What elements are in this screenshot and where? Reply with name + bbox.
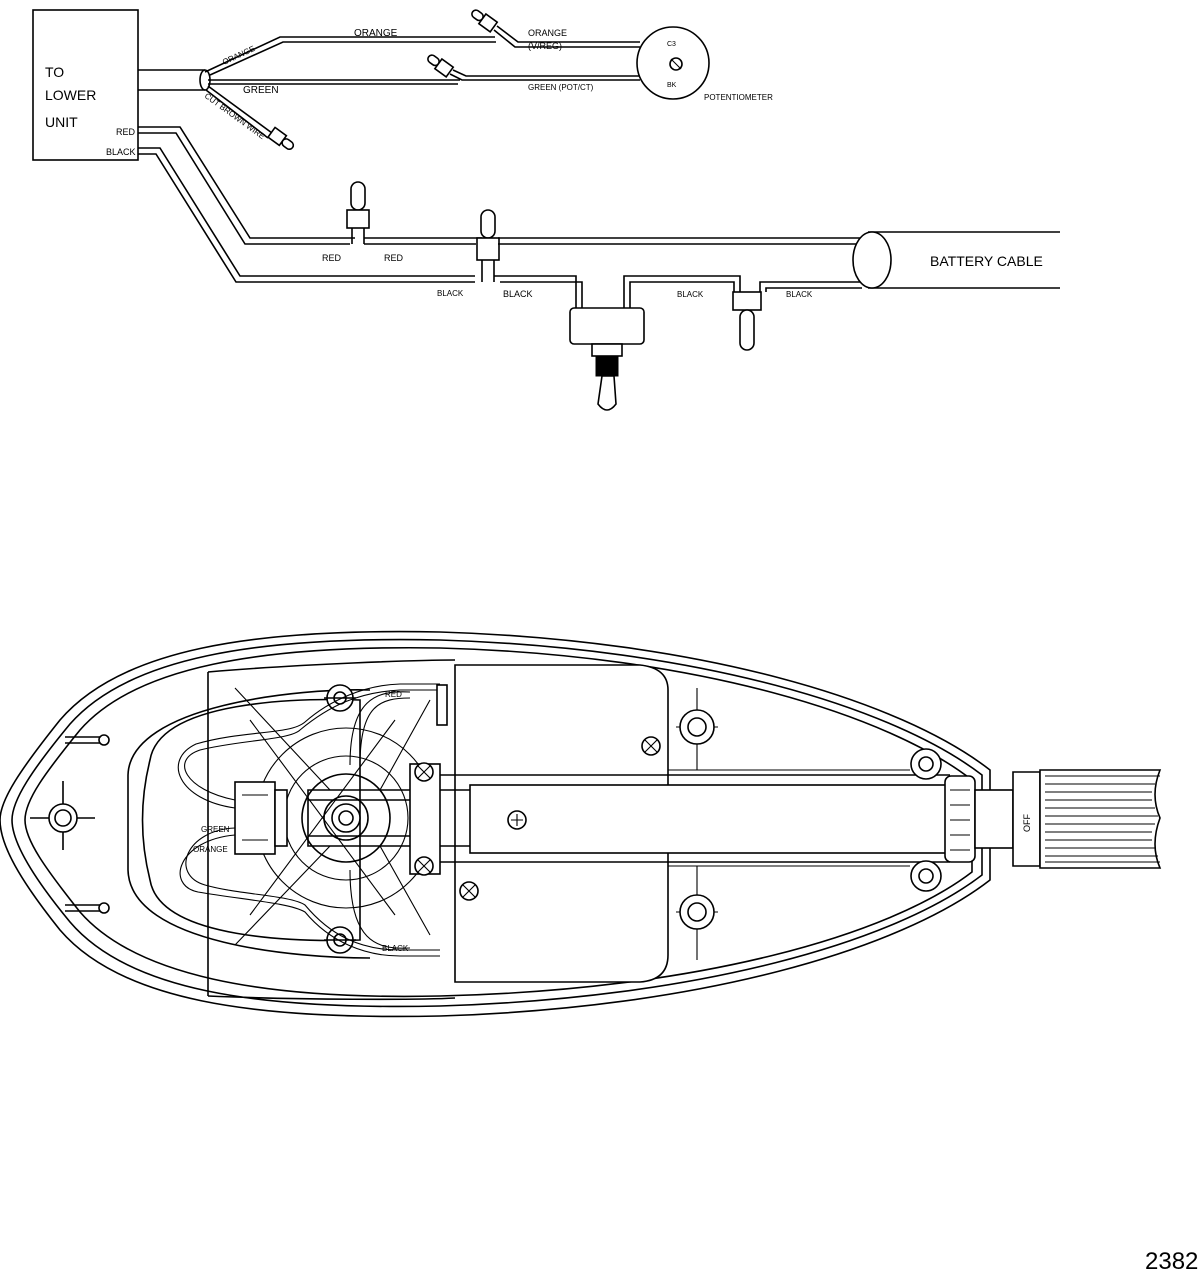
red-label-b: RED <box>384 253 404 263</box>
black-cap-connector <box>732 291 762 351</box>
orange-butt-connector <box>471 9 499 34</box>
orange-vreg-label-1: ORANGE <box>528 28 567 38</box>
black-label-b: BLACK <box>503 289 533 299</box>
green-label: GREEN <box>243 85 279 96</box>
rotor-hub <box>234 687 437 946</box>
red-label-a: RED <box>322 253 342 263</box>
green-butt-connector <box>427 54 455 79</box>
pot-c3-label: C3 <box>667 41 676 48</box>
shaft-collar <box>944 771 1041 867</box>
orange-vreg-label-2: (V/REG) <box>528 41 562 51</box>
orange-diag-label: ORANGE <box>221 44 256 67</box>
power-wires <box>138 126 475 283</box>
head-black-label: BLACK <box>382 944 409 953</box>
black-label-d: BLACK <box>786 290 813 299</box>
boss-right-bottom <box>676 866 718 960</box>
head-wires <box>177 683 440 957</box>
mounting-boss-top <box>324 684 356 712</box>
potentiometer <box>636 26 710 100</box>
potentiometer-label: POTENTIOMETER <box>704 93 773 102</box>
off-label: OFF <box>1022 814 1032 832</box>
battery-cable-label: BATTERY CABLE <box>930 253 1043 269</box>
pin-bottom-left <box>65 902 110 914</box>
screw-2 <box>414 856 434 876</box>
box-red-label: RED <box>116 127 136 137</box>
pot-bk-label: BK <box>667 82 677 89</box>
screw-3 <box>641 736 661 756</box>
control-head-housing <box>0 630 991 1018</box>
potentiometer-mount <box>234 781 288 855</box>
head-red-label: RED <box>385 690 402 699</box>
cut-brown-label: CUT BROWN WIRE <box>203 91 267 141</box>
lower-unit-box <box>32 9 139 161</box>
figure-number: 2382 <box>1145 1248 1198 1275</box>
boss-tip-top <box>910 748 942 780</box>
battery-cable <box>852 231 1060 289</box>
screw-5 <box>507 810 527 830</box>
red-splice-connector <box>346 181 370 244</box>
toggle-switch <box>569 307 645 411</box>
tiller-grip <box>1039 769 1162 869</box>
black-label-a: BLACK <box>437 289 464 298</box>
lower-unit-label-to: TO <box>45 64 64 80</box>
screw-4 <box>459 881 479 901</box>
black-label-c: BLACK <box>677 290 704 299</box>
boss-right-top <box>676 688 718 770</box>
brown-wire-cap-connector <box>266 126 295 151</box>
center-bar <box>307 763 961 875</box>
head-wire-connector <box>436 684 448 726</box>
green-potct-label: GREEN (POT/CT) <box>528 83 594 92</box>
pin-top-left <box>65 734 110 746</box>
mounting-boss-bottom <box>324 926 356 954</box>
box-black-label: BLACK <box>106 147 136 157</box>
lower-unit-label-lower: LOWER <box>45 87 96 103</box>
orange-top-label: ORANGE <box>354 28 398 39</box>
screw-1 <box>414 762 434 782</box>
control-cable-bundle <box>138 36 496 139</box>
head-green-label: GREEN <box>201 825 230 834</box>
black-splice-connector <box>476 209 500 282</box>
head-orange-label: ORANGE <box>193 845 228 854</box>
boss-tip-bottom <box>910 860 942 892</box>
mounting-boss-left <box>30 781 95 850</box>
lower-unit-label-unit: UNIT <box>45 114 78 130</box>
